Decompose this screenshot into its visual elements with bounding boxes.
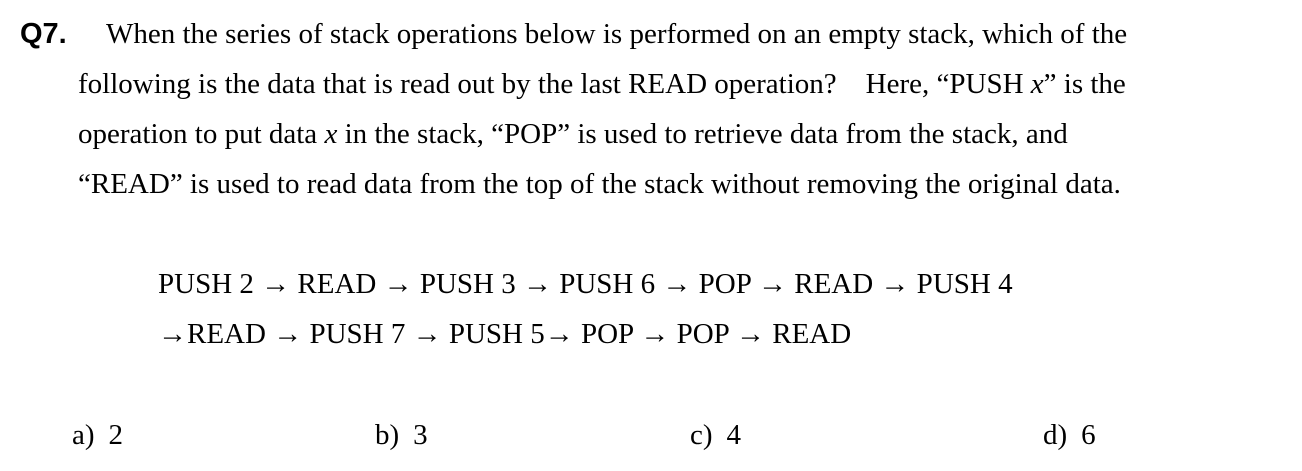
question-number: Q7.: [20, 18, 67, 50]
option-value: 3: [413, 419, 428, 451]
option-value: 6: [1081, 419, 1096, 451]
option-value: 4: [726, 419, 742, 451]
question-text-segment: operation to put data: [78, 118, 325, 150]
option-value: 2: [108, 419, 124, 451]
answer-option-a[interactable]: a) 2: [72, 415, 123, 455]
question-text-line-3: operation to put data x in the stack, “P…: [78, 114, 1068, 154]
question-text-segment: in the stack, “POP” is used to retrieve …: [337, 118, 1068, 150]
question-text-segment: ” is the: [1043, 68, 1126, 100]
question-text-line-2: following is the data that is read out b…: [78, 64, 1126, 104]
question-text-segment: following is the data that is read out b…: [78, 68, 1031, 100]
variable-x: x: [324, 118, 338, 150]
option-label: a): [72, 419, 95, 451]
operations-sequence-line-2: →READ → PUSH 7 → PUSH 5→ POP → POP → REA…: [158, 318, 852, 350]
answer-option-b[interactable]: b) 3: [375, 415, 428, 455]
answer-option-d[interactable]: d) 6: [1043, 415, 1096, 455]
option-label: c): [690, 419, 713, 451]
question-text-line-4: “READ” is used to read data from the top…: [78, 168, 1121, 200]
operations-sequence-line-1: PUSH 2 → READ → PUSH 3 → PUSH 6 → POP → …: [158, 268, 1013, 300]
option-label: b): [375, 419, 400, 451]
answer-option-c[interactable]: c) 4: [690, 415, 741, 455]
question-text-line-1: When the series of stack operations belo…: [106, 18, 1128, 50]
variable-x: x: [1030, 68, 1044, 100]
option-label: d): [1043, 419, 1068, 451]
